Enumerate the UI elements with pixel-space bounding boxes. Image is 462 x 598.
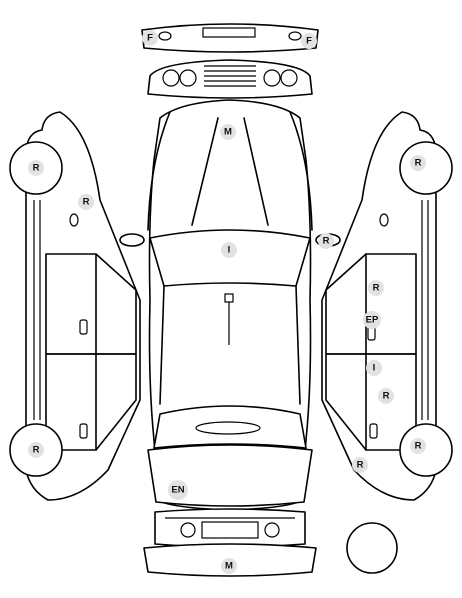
marker-label: R xyxy=(415,441,422,452)
marker-left-front-wheel[interactable]: R xyxy=(28,160,44,176)
spare-wheel-circle xyxy=(346,522,398,574)
marker-right-mirror[interactable]: R xyxy=(318,233,334,249)
marker-label: M xyxy=(224,127,232,138)
marker-label: R xyxy=(33,163,40,174)
car-top-view xyxy=(119,99,341,511)
marker-label: R xyxy=(373,283,380,294)
marker-label: R xyxy=(323,236,330,247)
marker-right-door-ep[interactable]: EP xyxy=(363,311,381,329)
marker-label: R xyxy=(415,158,422,169)
marker-label: EP xyxy=(366,315,379,326)
marker-right-rear-wheel[interactable]: R xyxy=(410,438,426,454)
marker-label: R xyxy=(357,460,364,471)
rear-lights xyxy=(154,508,306,548)
marker-right-door-lower[interactable]: R xyxy=(378,388,394,404)
marker-right-rear-quarter[interactable]: R xyxy=(352,457,368,473)
marker-front-bumper-right[interactable]: F xyxy=(301,33,317,49)
marker-windshield[interactable]: I xyxy=(221,242,237,258)
front-bumper xyxy=(141,23,319,53)
marker-front-bumper-left[interactable]: F xyxy=(142,30,158,46)
marker-label: R xyxy=(33,445,40,456)
marker-label: I xyxy=(373,363,376,374)
marker-left-front-door-area[interactable]: R xyxy=(78,194,94,210)
marker-right-door-glass[interactable]: I xyxy=(366,360,382,376)
marker-label: F xyxy=(147,33,153,44)
marker-label: R xyxy=(83,197,90,208)
marker-trunk[interactable]: EN xyxy=(168,480,188,500)
marker-right-door-upper[interactable]: R xyxy=(368,280,384,296)
marker-label: F xyxy=(306,36,312,47)
front-grille xyxy=(147,59,313,99)
marker-left-rear-wheel[interactable]: R xyxy=(28,442,44,458)
left-side-view xyxy=(9,111,141,501)
right-side-view xyxy=(321,111,453,501)
marker-rear-bumper[interactable]: M xyxy=(221,558,237,574)
marker-label: R xyxy=(383,391,390,402)
marker-right-front-wheel[interactable]: R xyxy=(410,155,426,171)
marker-label: EN xyxy=(171,485,184,496)
marker-label: M xyxy=(225,561,233,572)
marker-hood[interactable]: M xyxy=(220,124,236,140)
marker-label: I xyxy=(228,245,231,256)
